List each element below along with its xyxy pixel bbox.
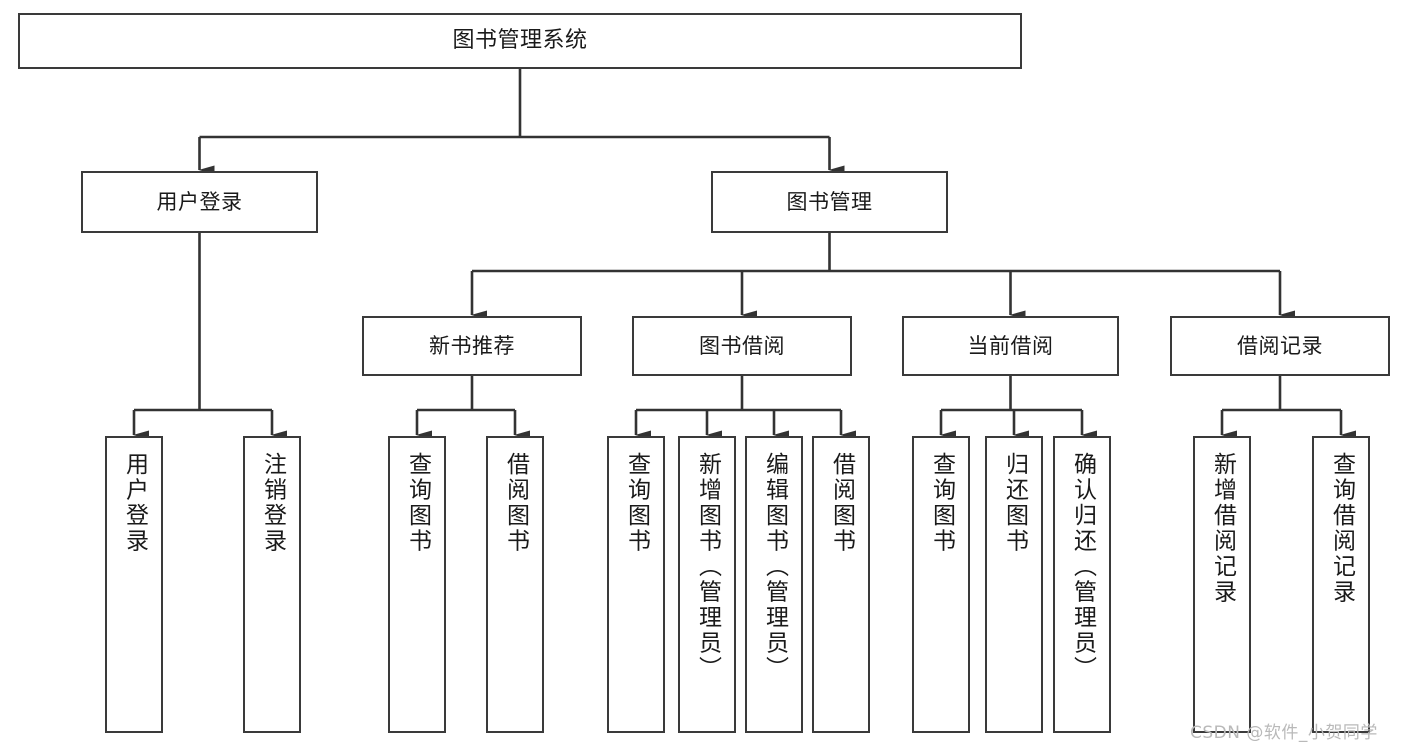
node-leaf-query-book-current[interactable]: 查询图书 bbox=[912, 436, 970, 733]
edge-bus-borrow-record bbox=[1222, 376, 1341, 412]
edge-bus-book-borrow bbox=[636, 376, 841, 412]
node-leaf-confirm-return[interactable]: 确认归还（管理员） bbox=[1053, 436, 1111, 733]
node-label: 借阅记录 bbox=[1237, 333, 1323, 358]
node-label: 查询借阅记录 bbox=[1328, 452, 1355, 605]
node-leaf-borrow-book-recommend[interactable]: 借阅图书 bbox=[486, 436, 544, 733]
node-label: 图书管理 bbox=[786, 189, 873, 214]
node-leaf-query-book-borrow[interactable]: 查询图书 bbox=[607, 436, 665, 733]
edge-bus-book-management bbox=[472, 233, 1280, 273]
node-leaf-add-borrow-record[interactable]: 新增借阅记录 bbox=[1193, 436, 1251, 733]
edge-bus-new-book-recommend bbox=[417, 376, 515, 412]
node-leaf-logout[interactable]: 注销登录 bbox=[243, 436, 301, 733]
node-label: 查询图书 bbox=[928, 452, 955, 554]
node-book-management[interactable]: 图书管理 bbox=[711, 171, 948, 233]
node-label: 借阅图书 bbox=[828, 452, 855, 554]
node-user-login[interactable]: 用户登录 bbox=[81, 171, 318, 233]
node-leaf-query-book-recommend[interactable]: 查询图书 bbox=[388, 436, 446, 733]
edge-bus-root bbox=[199, 69, 830, 139]
edge-bus-current-borrow bbox=[941, 376, 1082, 412]
node-leaf-add-book[interactable]: 新增图书（管理员） bbox=[678, 436, 736, 733]
node-label: 新增借阅记录 bbox=[1209, 452, 1236, 605]
node-leaf-edit-book[interactable]: 编辑图书（管理员） bbox=[745, 436, 803, 733]
node-label: 编辑图书（管理员） bbox=[761, 452, 788, 682]
node-current-borrow[interactable]: 当前借阅 bbox=[902, 316, 1119, 376]
node-borrow-record[interactable]: 借阅记录 bbox=[1170, 316, 1390, 376]
node-new-book-recommend[interactable]: 新书推荐 bbox=[362, 316, 582, 376]
node-label: 借阅图书 bbox=[502, 452, 529, 554]
node-label: 归还图书 bbox=[1001, 452, 1028, 554]
node-label: 查询图书 bbox=[404, 452, 431, 554]
node-leaf-borrow-book[interactable]: 借阅图书 bbox=[812, 436, 870, 733]
node-leaf-return-book[interactable]: 归还图书 bbox=[985, 436, 1043, 733]
node-label: 确认归还（管理员） bbox=[1069, 452, 1096, 682]
node-label: 当前借阅 bbox=[967, 333, 1054, 358]
edge-bus-user-login bbox=[134, 233, 272, 412]
node-label: 图书借阅 bbox=[699, 333, 785, 358]
node-label: 新增图书（管理员） bbox=[694, 452, 721, 682]
node-label: 查询图书 bbox=[623, 452, 650, 554]
node-leaf-query-borrow-record[interactable]: 查询借阅记录 bbox=[1312, 436, 1370, 733]
node-label: 用户登录 bbox=[156, 189, 243, 214]
node-label: 注销登录 bbox=[259, 452, 286, 554]
node-book-borrow[interactable]: 图书借阅 bbox=[632, 316, 852, 376]
node-leaf-user-login[interactable]: 用户登录 bbox=[105, 436, 163, 733]
node-root[interactable]: 图书管理系统 bbox=[18, 13, 1022, 69]
node-label: 图书管理系统 bbox=[452, 28, 588, 54]
node-label: 用户登录 bbox=[121, 452, 148, 554]
node-label: 新书推荐 bbox=[429, 333, 515, 358]
csdn-watermark: CSDN @软件_小贺同学 bbox=[1190, 723, 1378, 743]
